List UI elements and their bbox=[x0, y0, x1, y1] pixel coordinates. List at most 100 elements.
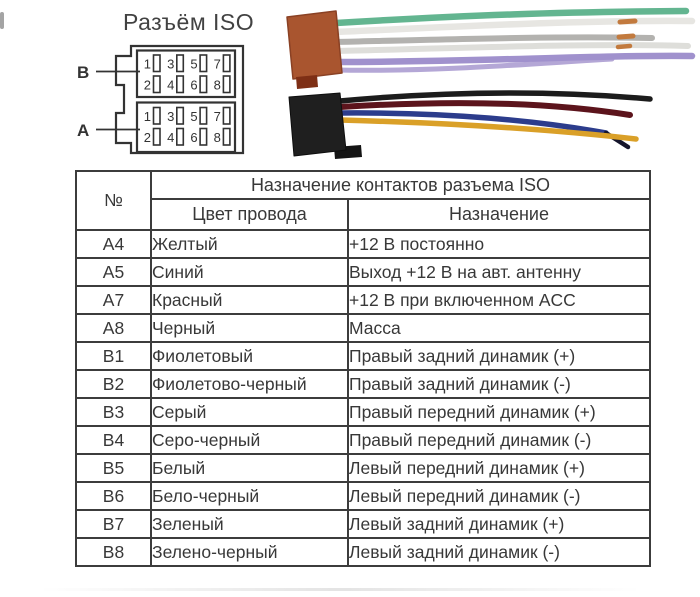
purpose-cell: Правый передний динамик (+) bbox=[347, 397, 651, 427]
copper-band-icon bbox=[617, 18, 638, 25]
pin-block-a bbox=[135, 101, 237, 154]
table-row: B6 Бело-черный Левый передний динамик (-… bbox=[75, 481, 651, 511]
wire-purple-icon bbox=[332, 52, 696, 66]
purpose-cell: Масса bbox=[347, 313, 651, 343]
iso-pinout-table: № Назначение контактов разъема ISO Цвет … bbox=[75, 170, 651, 567]
pin-slot bbox=[199, 75, 208, 94]
wire-color-cell: Серый bbox=[150, 397, 349, 427]
pin-slot bbox=[222, 106, 231, 125]
brown-connector-tab bbox=[296, 75, 318, 89]
pin-slot bbox=[199, 54, 208, 73]
pin-slot bbox=[176, 75, 185, 94]
col-header-wire-color: Цвет провода bbox=[150, 198, 349, 231]
pin-number: 5 bbox=[190, 57, 197, 72]
connector-housing-outline bbox=[114, 44, 245, 155]
pin-number: 1 bbox=[144, 109, 151, 124]
wire-color-cell: Белый bbox=[150, 453, 349, 483]
pin-id-cell: A7 bbox=[75, 285, 152, 315]
pin-slot bbox=[222, 54, 231, 73]
block-a-label: A bbox=[77, 121, 89, 140]
pin-slot bbox=[152, 106, 161, 125]
photo-edge-artifact bbox=[0, 12, 4, 29]
wire-black-icon bbox=[337, 90, 653, 104]
pin-block-b bbox=[135, 49, 237, 99]
table-row: A5 Синий Выход +12 В на авт. антенну bbox=[75, 257, 651, 287]
table-row: B2 Фиолетово-черный Правый задний динами… bbox=[75, 369, 651, 399]
table-row: B1 Фиолетовый Правый задний динамик (+) bbox=[75, 341, 651, 371]
wire-yellow-icon bbox=[337, 117, 639, 142]
pin-id-cell: B6 bbox=[75, 481, 152, 511]
pin-number: 2 bbox=[144, 130, 151, 145]
table-row: A4 Желтый +12 В постоянно bbox=[75, 229, 651, 259]
pin-id-cell: A5 bbox=[75, 257, 152, 287]
pin-slot bbox=[222, 75, 231, 94]
brown-connector-body bbox=[286, 10, 343, 80]
pin-slot bbox=[176, 106, 185, 125]
pin-slot bbox=[222, 127, 231, 146]
wire-color-cell: Красный bbox=[150, 285, 349, 315]
wire-color-cell: Серо-черный bbox=[150, 425, 349, 455]
pin-id-cell: A4 bbox=[75, 229, 152, 259]
pin-id-cell: A8 bbox=[75, 313, 152, 343]
wire-color-cell: Черный bbox=[150, 313, 349, 343]
pin-number: 3 bbox=[167, 57, 174, 72]
wire-green-icon bbox=[332, 7, 690, 27]
pin-id-cell: B3 bbox=[75, 397, 152, 427]
table-header-row: № Назначение контактов разъема ISO bbox=[75, 170, 651, 231]
col-header-number: № bbox=[75, 170, 152, 231]
pin-id-cell: B5 bbox=[75, 453, 152, 483]
pin-id-cell: B1 bbox=[75, 341, 152, 371]
wire-gray-icon bbox=[333, 34, 655, 45]
black-iso-connector-photo bbox=[288, 90, 653, 159]
table-row: B4 Серо-черный Правый передний динамик (… bbox=[75, 425, 651, 455]
pin-id-cell: B7 bbox=[75, 509, 152, 539]
pin-number: 8 bbox=[214, 78, 221, 93]
pin-number: 4 bbox=[167, 130, 174, 145]
black-connector-body bbox=[288, 92, 347, 157]
purpose-cell: +12 В постоянно bbox=[347, 229, 651, 259]
purpose-cell: Левый задний динамик (+) bbox=[347, 509, 651, 539]
pin-number: 7 bbox=[214, 57, 221, 72]
pin-number: 2 bbox=[144, 78, 151, 93]
purpose-cell: Правый задний динамик (+) bbox=[347, 341, 651, 371]
pin-number: 7 bbox=[214, 109, 221, 124]
wire-darkred-icon bbox=[337, 100, 633, 118]
wire-white-icon bbox=[332, 17, 696, 36]
brown-iso-connector-photo bbox=[286, 7, 696, 89]
col-header-purpose: Назначение bbox=[347, 198, 651, 231]
purpose-cell: Левый задний динамик (-) bbox=[347, 537, 651, 567]
wire-blue-icon bbox=[337, 110, 609, 136]
table-row: B5 Белый Левый передний динамик (+) bbox=[75, 453, 651, 483]
table-body: A4 Желтый +12 В постоянно A5 Синий Выход… bbox=[75, 229, 651, 567]
photo-edge-artifact bbox=[40, 588, 640, 591]
pin-slot bbox=[199, 127, 208, 146]
table-row: B3 Серый Правый передний динамик (+) bbox=[75, 397, 651, 427]
pin-number: 5 bbox=[190, 109, 197, 124]
block-b-label: B bbox=[77, 63, 89, 82]
wire-color-cell: Фиолетово-черный bbox=[150, 369, 349, 399]
copper-band-icon bbox=[615, 43, 633, 50]
pin-slot bbox=[176, 54, 185, 73]
table-row: A7 Красный +12 В при включенном ACC bbox=[75, 285, 651, 315]
wire-color-cell: Синий bbox=[150, 257, 349, 287]
purpose-cell: +12 В при включенном ACC bbox=[347, 285, 651, 315]
purpose-cell: Выход +12 В на авт. антенну bbox=[347, 257, 651, 287]
purpose-cell: Левый передний динамик (-) bbox=[347, 481, 651, 511]
pin-number: 3 bbox=[167, 109, 174, 124]
table-subheader-row: Цвет провода Назначение bbox=[76, 198, 651, 231]
purpose-cell: Правый передний динамик (-) bbox=[347, 425, 651, 455]
wire-color-cell: Фиолетовый bbox=[150, 341, 349, 371]
wire-lavender-icon bbox=[333, 56, 615, 73]
pin-slot bbox=[152, 75, 161, 94]
wire-white2-icon bbox=[333, 42, 691, 54]
pin-number: 6 bbox=[190, 78, 197, 93]
copper-band-icon bbox=[616, 33, 636, 40]
pin-number: 8 bbox=[214, 130, 221, 145]
purpose-cell: Правый задний динамик (-) bbox=[347, 369, 651, 399]
pin-id-cell: B8 bbox=[75, 537, 152, 567]
table-row: B8 Зелено-черный Левый задний динамик (-… bbox=[75, 537, 651, 567]
pin-number: 6 bbox=[190, 130, 197, 145]
table-row: B7 Зеленый Левый задний динамик (+) bbox=[75, 509, 651, 539]
